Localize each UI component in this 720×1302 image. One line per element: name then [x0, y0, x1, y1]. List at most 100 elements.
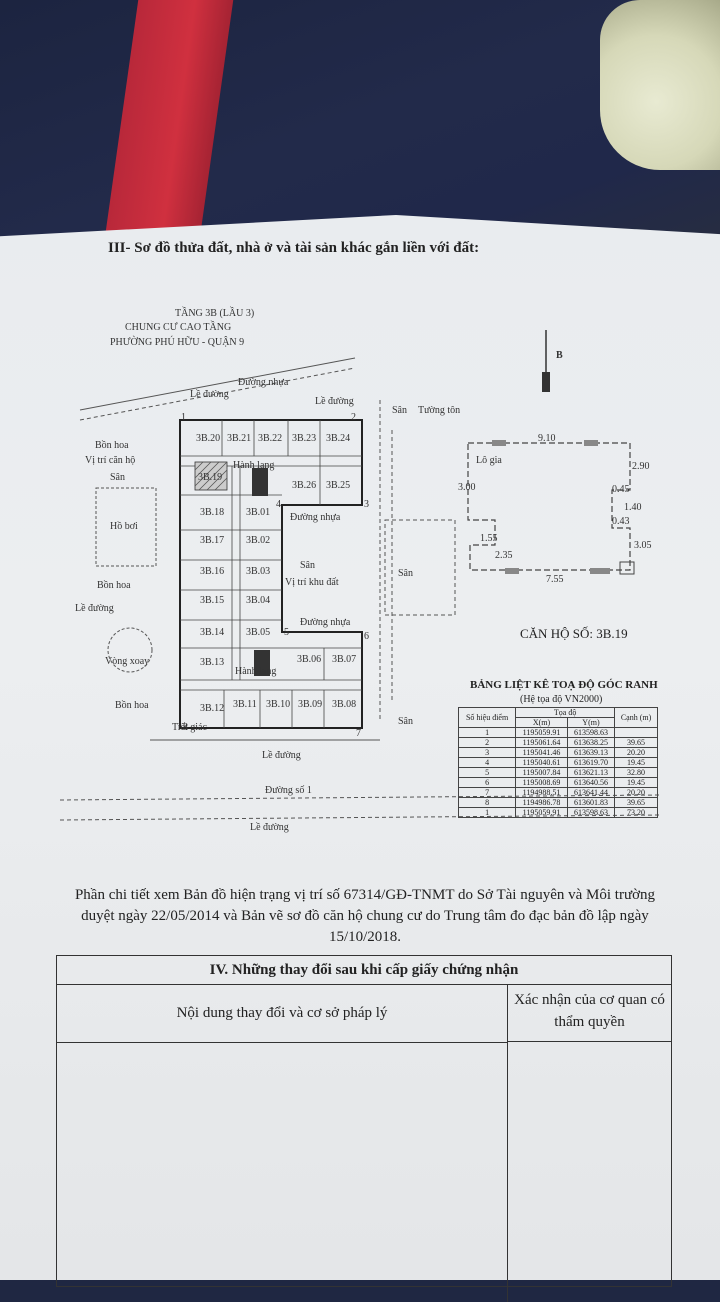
table-cell: 1: [457, 807, 517, 818]
table-cell: 1: [457, 727, 517, 738]
site-label-sidewalk: Lề đường: [75, 603, 114, 614]
unit-dim: 2.90: [632, 461, 650, 472]
unit-label: 3B.14: [200, 627, 225, 638]
window-1: [492, 440, 506, 446]
table-cell: 20.20: [614, 787, 658, 798]
table-cell: 613638.25: [566, 737, 616, 748]
site-label-sidewalk: Lề đường: [250, 822, 289, 833]
table-cell: 2: [457, 737, 517, 748]
unit-balcony-label: Lô gia: [476, 455, 502, 466]
unit-label: 3B.01: [246, 507, 271, 518]
site-label-courtyard: Sân: [110, 472, 125, 483]
roundabout-circle: [107, 627, 153, 673]
window-2: [584, 440, 598, 446]
unit-label: 3B.26: [292, 480, 317, 491]
table-cell: 19.45: [614, 757, 658, 768]
table-cell: 32.80: [614, 767, 658, 778]
table-cell: 613639.13: [566, 747, 616, 758]
table-cell: [614, 727, 658, 738]
unit-dim-top: 9.10: [538, 433, 556, 444]
highlighted-unit-hatch: [194, 461, 228, 491]
changes-title: IV. Những thay đổi sau khi cấp giấy chứn…: [57, 956, 671, 985]
unit-dim-bottom: 7.55: [546, 574, 564, 585]
pool-outline: [95, 487, 157, 567]
unit-label: 3B.20: [196, 433, 221, 444]
unit-label: 3B.24: [326, 433, 351, 444]
apartment-number: CĂN HỘ SỐ: 3B.19: [520, 626, 628, 641]
site-label-sidewalk: Lề đường: [315, 396, 354, 407]
site-label-corridor: Hành lang: [233, 460, 275, 471]
table-cell: 1194988.51: [515, 787, 568, 798]
site-label-road: Đường nhựa: [300, 617, 351, 628]
unit-label: 3B.15: [200, 595, 225, 606]
plan-header-ward: PHƯỜNG PHÚ HỮU - QUẬN 9: [110, 337, 245, 348]
site-label-fence: Tường tôn: [418, 405, 461, 416]
table-cell: 1195041.46: [515, 747, 568, 758]
unit-label: 3B.05: [246, 627, 271, 638]
col-y: Y(m): [566, 717, 616, 728]
table-cell: 1195007.84: [515, 767, 568, 778]
table-cell: 73.20: [614, 807, 658, 818]
plan-header-building: CHUNG CƯ CAO TẦNG: [125, 322, 232, 333]
point-label: 7: [356, 728, 361, 739]
unit-label: 3B.10: [266, 699, 291, 710]
road-edge: [79, 357, 356, 411]
table-cell: 5: [457, 767, 517, 778]
changes-col-confirm: Xác nhận của cơ quan có thẩm quyền: [507, 985, 671, 1042]
table-cell: 3: [457, 747, 517, 758]
table-cell: 1195008.69: [515, 777, 568, 788]
table-cell: 613621.13: [566, 767, 616, 778]
unit-label: 3B.09: [298, 699, 323, 710]
table-cell: 20.20: [614, 747, 658, 758]
table-cell: 8: [457, 797, 517, 808]
unit-label: 3B.18: [200, 507, 225, 518]
site-label-road-1: Đường số 1: [265, 785, 312, 796]
site-label-roundabout: Vòng xoay: [105, 656, 150, 667]
unit-label: 3B.12: [200, 703, 225, 714]
door-mark: [619, 561, 635, 575]
unit-label: 3B.21: [227, 433, 252, 444]
site-label-apartment-position: Vị trí căn hộ: [85, 455, 136, 466]
unit-label: 3B.25: [326, 480, 351, 491]
coord-table-title: BẢNG LIỆT KÊ TOẠ ĐỘ GÓC RANH: [470, 679, 658, 691]
site-label-sidewalk: Lề đường: [262, 750, 301, 761]
point-label: 1: [181, 412, 186, 423]
road-edge-dashed: [79, 367, 356, 421]
point-label: 8: [183, 722, 188, 733]
table-cell: 1195059.91: [515, 807, 568, 818]
unit-label: 3B.02: [246, 535, 271, 546]
site-label-courtyard: Sân: [398, 716, 413, 727]
coordinate-table: Số hiệu điểm Tọa độ Cạnh (m) X(m) Y(m) 1…: [457, 707, 658, 818]
table-cell: 1195040.61: [515, 757, 568, 768]
site-label-flower-bed: Bồn hoa: [95, 440, 129, 451]
site-label-sidewalk: Lề đường: [190, 389, 229, 400]
unit-outline: [467, 442, 631, 571]
site-label-courtyard: Sân: [300, 560, 315, 571]
site-label-intersection: Tiết giác: [172, 722, 207, 733]
col-x: X(m): [515, 717, 568, 728]
table-cell: 613598.63: [566, 807, 616, 818]
unit-label: 3B.22: [258, 433, 283, 444]
side-road: [379, 400, 393, 720]
coord-table-subtitle: (Hệ tọa độ VN2000): [520, 694, 603, 705]
unit-dim: 1.40: [624, 502, 642, 513]
unit-label: 3B.07: [332, 654, 357, 665]
table-cell: 613640.56: [566, 777, 616, 788]
table-cell: 613619.70: [566, 757, 616, 768]
north-arrow-head: [542, 372, 550, 392]
point-label: 4: [276, 499, 281, 510]
window-4: [590, 568, 610, 574]
table-cell: 613641.44: [566, 787, 616, 798]
table-cell: 39.65: [614, 797, 658, 808]
point-label: 2: [351, 412, 356, 423]
table-cell: 613601.83: [566, 797, 616, 808]
unit-label: 3B.06: [297, 654, 322, 665]
table-cell: 7: [457, 787, 517, 798]
